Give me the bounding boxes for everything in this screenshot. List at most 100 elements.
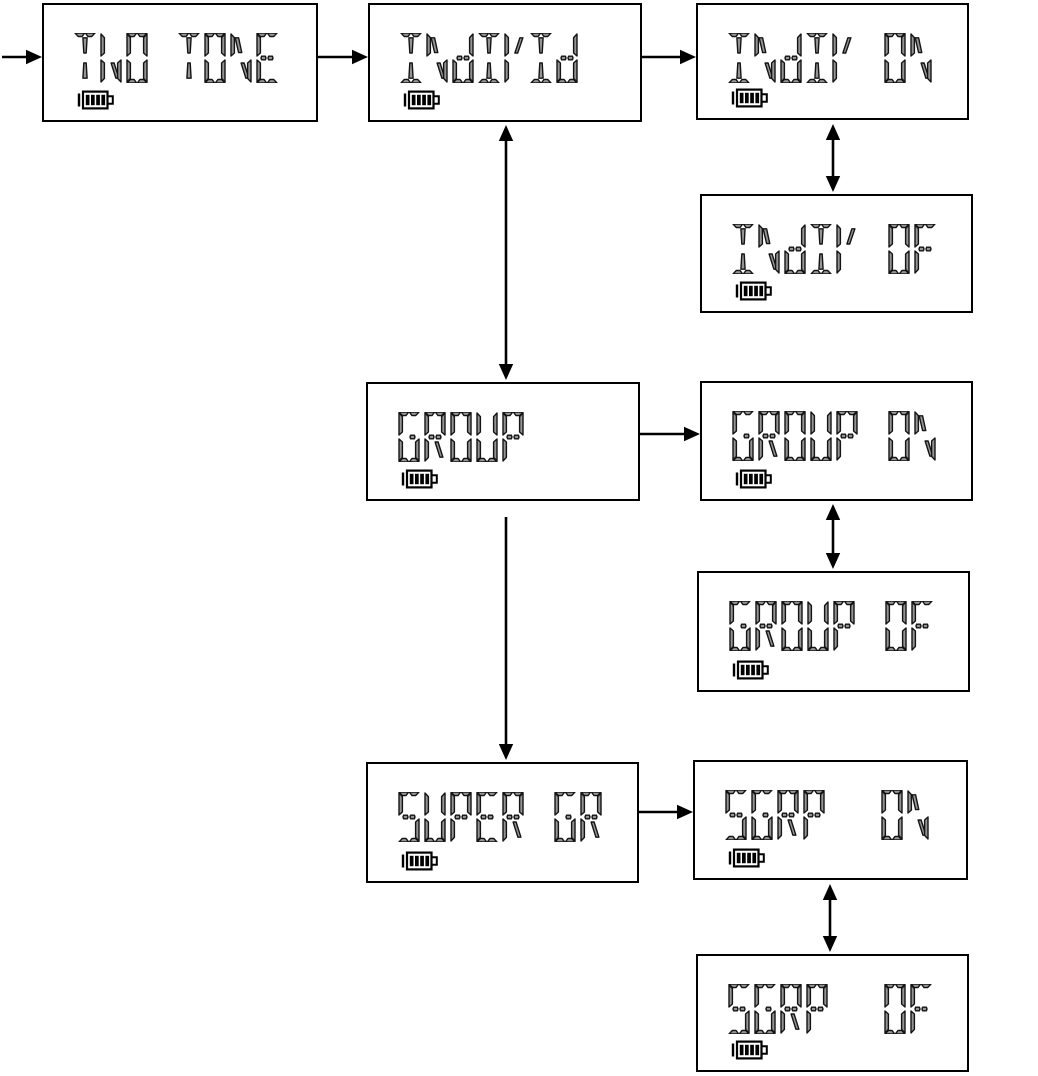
lcd-screen-label: SUPER GR [368, 764, 369, 765]
lcd-screen-label: GROUP OF [699, 573, 700, 574]
lcd-char [126, 33, 148, 83]
arrowhead [825, 553, 841, 569]
lcd-text [729, 601, 933, 651]
lcd-char [780, 33, 802, 83]
arrowhead [822, 936, 838, 952]
lcd-char [754, 984, 776, 1034]
lcd-char [728, 984, 750, 1034]
lcd-text [400, 33, 578, 83]
arrowhead [677, 804, 693, 820]
lcd-char [556, 33, 578, 83]
lcd-char [424, 792, 446, 842]
lcd-char [836, 224, 856, 274]
arrowhead [680, 49, 696, 65]
lcd-char [780, 984, 802, 1034]
lcd-char [754, 33, 776, 83]
lcd-char [478, 33, 500, 83]
lcd-screen-individ: INdIVId [368, 3, 642, 122]
lcd-char [530, 33, 552, 83]
lcd-char [452, 33, 474, 83]
lcd-screen-label: SGRP OF [698, 956, 699, 957]
lcd-char [914, 411, 936, 461]
lcd-char [400, 33, 422, 83]
lcd-char [836, 411, 858, 461]
lcd-char [784, 224, 806, 274]
lcd-screen-indiv-on: INdIV ON [696, 3, 969, 120]
arrowhead [498, 744, 514, 760]
lcd-char [751, 790, 773, 840]
lcd-char [758, 224, 780, 274]
lcd-char [398, 792, 420, 842]
lcd-screen-sgrp-on: SGRP ON [693, 760, 968, 880]
lcd-text [732, 224, 936, 274]
lcd-char [885, 601, 907, 651]
lcd-char [810, 411, 832, 461]
battery-icon [735, 281, 772, 301]
battery-icon [401, 851, 438, 871]
lcd-char [256, 33, 278, 83]
flow-arrow-individ-group [498, 125, 514, 380]
lcd-char [426, 33, 448, 83]
battery-icon [731, 88, 768, 108]
lcd-char [230, 33, 252, 83]
lcd-char [758, 411, 780, 461]
lcd-char [888, 224, 910, 274]
lcd-char [810, 224, 832, 274]
lcd-char [881, 790, 903, 840]
lcd-char [502, 792, 524, 842]
lcd-screen-sgrp-of: SGRP OF [696, 954, 969, 1072]
battery-icon [77, 90, 114, 110]
lcd-char [910, 984, 932, 1034]
lcd-screen-group-on: GROUP ON [700, 381, 973, 501]
lcd-char [832, 33, 852, 83]
lcd-char [914, 224, 936, 274]
lcd-char [884, 984, 906, 1034]
lcd-char [504, 33, 524, 83]
lcd-char [476, 412, 498, 462]
arrowhead [684, 426, 700, 442]
battery-icon [731, 1040, 768, 1060]
lcd-char [833, 601, 855, 651]
lcd-text [398, 412, 524, 462]
arrowhead [26, 49, 42, 65]
lcd-screen-group: GROUP [366, 382, 640, 501]
lcd-char [728, 33, 750, 83]
flow-arrow-individ-to-indiv-on [642, 49, 696, 65]
lcd-screen-label: INdIV ON [698, 5, 699, 6]
arrowhead [498, 364, 514, 380]
battery-icon [735, 469, 772, 489]
lcd-char [888, 411, 910, 461]
lcd-char [725, 790, 747, 840]
lcd-char [911, 601, 933, 651]
lcd-screen-label: GROUP [368, 384, 369, 385]
lcd-char [450, 412, 472, 462]
battery-icon [401, 469, 438, 489]
flow-arrow-group-on-group-of [825, 504, 841, 569]
lcd-screen-group-of: GROUP OF [697, 571, 970, 692]
arrowhead [825, 504, 841, 520]
battery-icon [728, 848, 765, 868]
lcd-char [204, 33, 226, 83]
lcd-text [728, 984, 932, 1034]
arrowhead [498, 125, 514, 141]
lcd-char [884, 33, 906, 83]
flow-arrow-sgrp-on-sgrp-of [822, 884, 838, 952]
arrowhead [825, 176, 841, 192]
lcd-text [732, 411, 936, 461]
battery-icon [403, 90, 440, 110]
lcd-screen-two-tone: TWO TONE [42, 3, 318, 122]
lcd-char [450, 792, 472, 842]
flow-arrow-group-to-super-gr [498, 517, 514, 760]
arrowhead [825, 124, 841, 140]
lcd-char [732, 224, 754, 274]
lcd-char [580, 792, 602, 842]
lcd-char [424, 412, 446, 462]
lcd-char [74, 33, 96, 79]
lcd-char [729, 601, 751, 651]
lcd-char [554, 792, 576, 842]
arrowhead [822, 884, 838, 900]
lcd-char [907, 790, 929, 840]
lcd-char [777, 790, 799, 840]
lcd-char [755, 601, 777, 651]
